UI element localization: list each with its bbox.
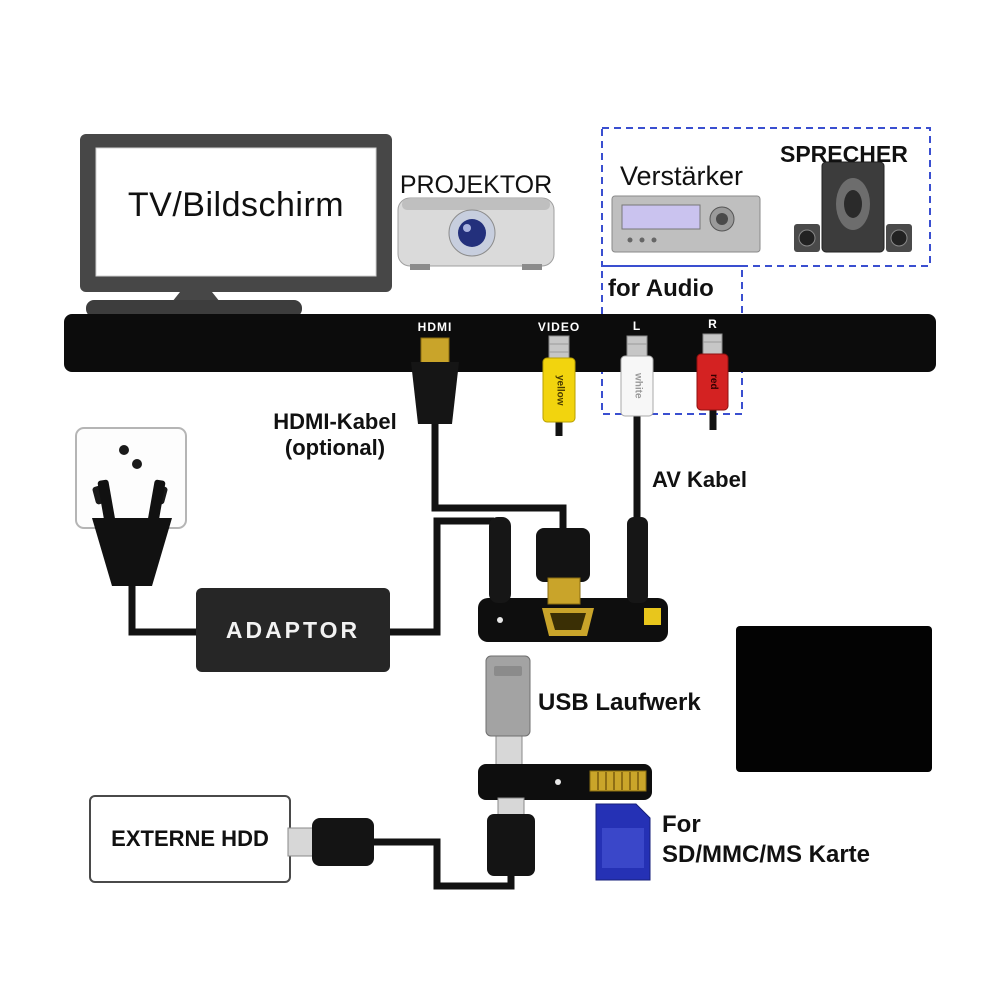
card-reader-device xyxy=(478,764,652,800)
hdmi-plug-panel xyxy=(411,337,459,424)
speakers-label: SPRECHER xyxy=(780,141,908,167)
rca-yellow-text: yellow xyxy=(554,374,566,406)
rca-white-connector xyxy=(620,335,654,417)
hdmi-cable xyxy=(431,420,567,534)
rca-yellow-connector xyxy=(542,335,576,423)
port-label-video: VIDEO xyxy=(537,320,581,334)
media-player-device xyxy=(478,517,668,642)
port-label-right: R xyxy=(708,317,718,331)
hdd-usb-cable xyxy=(370,838,515,890)
cables xyxy=(128,408,717,890)
sd-label-line1: For xyxy=(662,811,701,838)
projector-label: PROJEKTOR xyxy=(399,171,553,199)
amplifier-illustration xyxy=(611,195,761,253)
speakers-illustration xyxy=(794,161,912,253)
rca-red-connector xyxy=(696,333,729,411)
media-box xyxy=(736,626,932,772)
power-barrel-plug xyxy=(489,517,511,603)
amplifier-label: Verstärker xyxy=(620,161,744,191)
power-cable xyxy=(128,578,198,636)
tv-label: TV/Bildschirm xyxy=(127,186,345,224)
usb-plug-hdd xyxy=(287,818,374,866)
port-label-left: L xyxy=(632,319,642,333)
adaptor-box xyxy=(196,588,390,672)
power-plug xyxy=(92,479,172,586)
usb-drive-label: USB Laufwerk xyxy=(538,689,701,716)
for-audio-label: for Audio xyxy=(608,275,714,302)
projector-illustration xyxy=(397,197,555,270)
port-label-hdmi: HDMI xyxy=(417,320,453,334)
external-hdd-label: EXTERNE HDD xyxy=(111,826,269,852)
rca-white-text: white xyxy=(632,373,644,399)
av-plug-device xyxy=(627,517,648,603)
tv-illustration xyxy=(80,134,392,317)
usb-plug-bottom xyxy=(487,797,535,876)
hdmi-cable-label-line1: HDMI-Kabel xyxy=(273,409,397,434)
sd-card xyxy=(595,803,651,881)
hdmi-cable-label-line2: (optional) xyxy=(284,435,386,460)
av-cable-label: AV Kabel xyxy=(652,467,747,492)
power-outlet xyxy=(75,427,187,529)
audio-group-box xyxy=(601,127,931,267)
adaptor-label: ADAPTOR xyxy=(225,616,361,643)
av-panel-bar xyxy=(64,314,936,372)
rca-red-text: red xyxy=(707,374,719,390)
hdmi-plug-device xyxy=(536,528,590,582)
sd-label-line2: SD/MMC/MS Karte xyxy=(662,841,871,868)
adaptor-cable xyxy=(386,517,494,636)
usb-stick xyxy=(485,655,531,767)
